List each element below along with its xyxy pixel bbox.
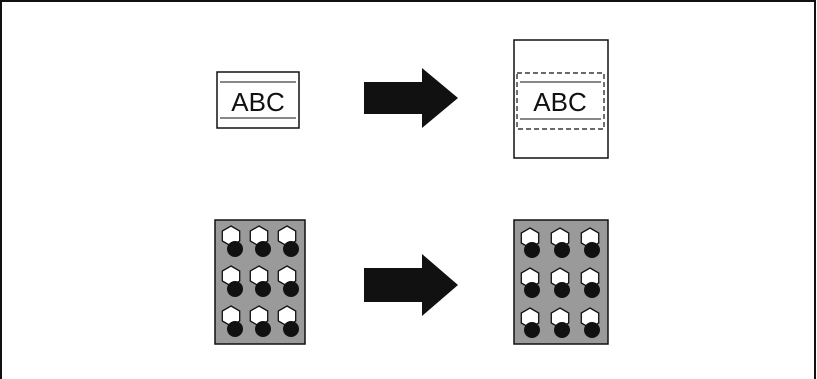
- pattern-cell: [277, 305, 299, 337]
- pattern-cell: [550, 307, 570, 338]
- dot-shape: [227, 241, 243, 257]
- pattern-cell: [221, 305, 243, 337]
- pattern-cell: [580, 267, 600, 298]
- pattern-cell: [580, 307, 600, 338]
- dot-shape: [227, 281, 243, 297]
- pattern-cell: [277, 225, 299, 257]
- dot-shape: [584, 242, 600, 258]
- dot-shape: [283, 281, 299, 297]
- dot-shape: [584, 322, 600, 338]
- pattern-cell: [249, 305, 271, 337]
- dot-shape: [255, 281, 271, 297]
- dot-shape: [554, 322, 570, 338]
- dot-shape: [554, 242, 570, 258]
- dot-shape: [283, 241, 299, 257]
- pattern-cell: [580, 227, 600, 258]
- result-page: ABC: [513, 39, 609, 159]
- dot-shape: [255, 241, 271, 257]
- pattern-cell: [520, 227, 540, 258]
- pattern-cell: [221, 225, 243, 257]
- pattern-cell: [550, 227, 570, 258]
- pattern-cell: [277, 265, 299, 297]
- dot-shape: [524, 322, 540, 338]
- source-pattern-panel: [214, 219, 306, 345]
- top-arrow: [364, 68, 458, 128]
- result-abc-label: ABC: [533, 87, 586, 117]
- dashed-enlargement-area: [516, 72, 605, 130]
- dot-shape: [554, 282, 570, 298]
- pattern-cell: [221, 265, 243, 297]
- source-text-box: ABC: [216, 71, 300, 129]
- dot-shape: [584, 282, 600, 298]
- dot-shape: [283, 321, 299, 337]
- dot-shape: [227, 321, 243, 337]
- dot-shape: [255, 321, 271, 337]
- pattern-cell: [520, 307, 540, 338]
- pattern-cell: [249, 265, 271, 297]
- dot-shape: [524, 242, 540, 258]
- result-pattern-panel: [513, 219, 609, 345]
- pattern-cell: [249, 225, 271, 257]
- pattern-cell: [520, 267, 540, 298]
- bottom-arrow: [364, 254, 458, 316]
- pattern-cell: [550, 267, 570, 298]
- dot-shape: [524, 282, 540, 298]
- source-abc-label: ABC: [231, 87, 284, 117]
